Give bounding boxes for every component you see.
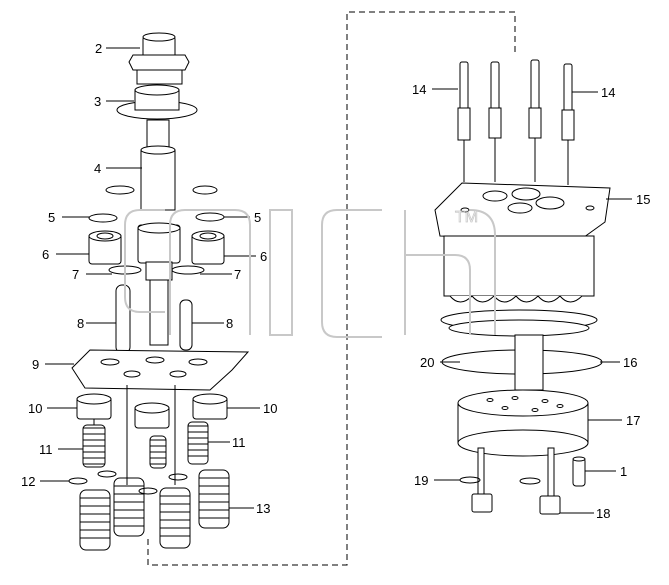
central-valve-stack [137,222,181,346]
leader-lines-left [93,385,176,485]
callout-10-left: 10 [28,401,43,416]
callout-11-left: 11 [39,442,53,457]
watermark-text: cnh [180,260,206,278]
callout-3: 3 [94,94,102,109]
part-13-springs [79,469,230,551]
callout-4: 4 [94,161,102,176]
callout-8-right: 8 [226,316,234,331]
part-19-washers [459,476,541,485]
callout-6-right: 6 [260,249,268,264]
part-17-disc [457,389,589,457]
callout-17: 17 [626,413,641,428]
callout-11-right: 11 [232,435,246,450]
callout-leaders [40,47,632,514]
callout-20: 20 [420,355,435,370]
watermark-mark: TM [455,208,478,226]
part-3-flange [116,84,198,120]
part-11-springs [82,421,209,469]
callout-19: 19 [414,473,429,488]
part-12-washers [68,470,188,495]
watermark-logo: TM [124,209,496,338]
seal-rings [88,185,225,275]
callout-6-left: 6 [42,247,50,262]
part-9-plate [71,349,250,391]
callout-5-right: 5 [254,210,262,225]
part-4-sleeve [140,119,176,211]
callout-7-left: 7 [72,267,80,282]
bolt-leaders [463,138,569,185]
callout-14-right: 14 [601,85,616,100]
callout-13: 13 [256,501,271,516]
part-18-pins [471,447,561,515]
part-14-bolts [457,59,575,141]
callout-18: 18 [596,506,611,521]
callout-12: 12 [21,474,36,489]
part-10-retainers [76,393,228,429]
callout-5-left: 5 [48,210,56,225]
callout-14-left: 14 [412,82,427,97]
callout-16: 16 [623,355,638,370]
callout-9: 9 [32,357,40,372]
callout-15: 15 [636,192,651,207]
part-6-caps [88,230,225,265]
callout-8-left: 8 [77,316,85,331]
callout-10-right: 10 [263,401,278,416]
svg-text:TM: TM [455,209,478,226]
callout-7-right: 7 [234,267,242,282]
assembly-bracket [147,11,516,566]
part-2-fitting [128,32,190,85]
callout-1: 1 [620,464,628,479]
part-15-housing [434,182,611,337]
callout-2: 2 [95,41,103,56]
shaft [514,334,544,391]
part-1-sleeve [572,456,586,487]
